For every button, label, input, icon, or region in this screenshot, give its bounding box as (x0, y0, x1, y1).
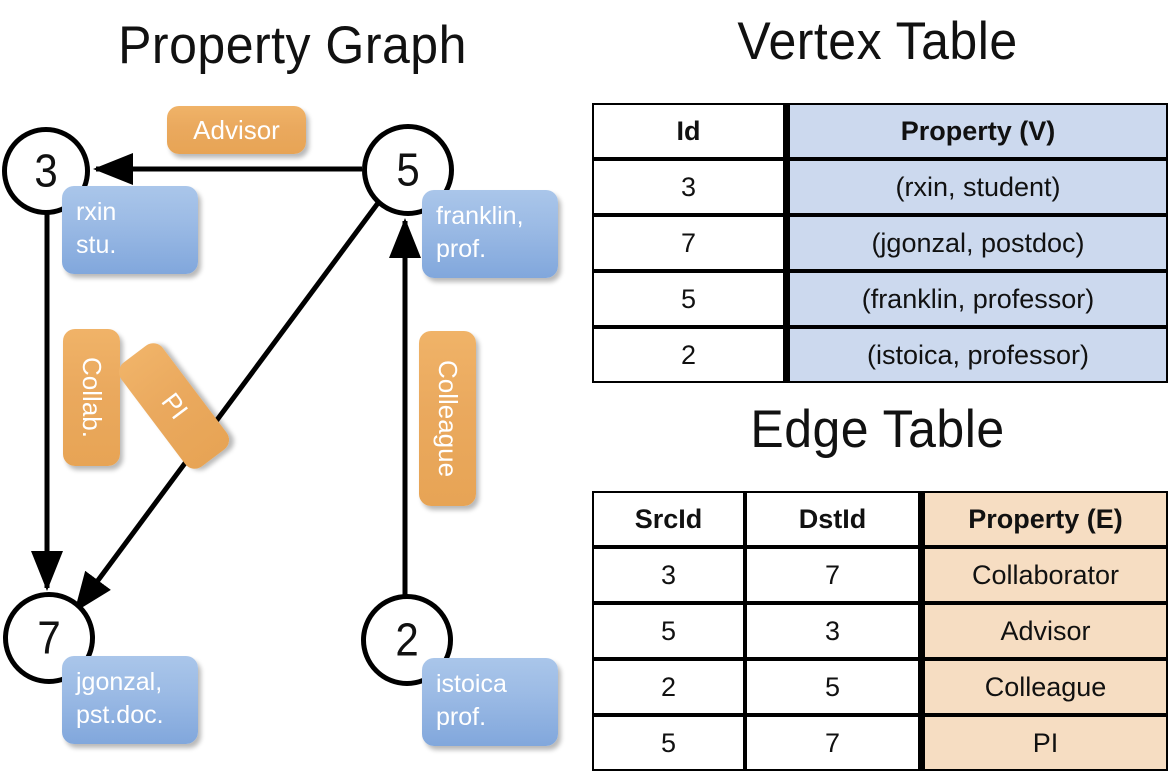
vertex-property-franklin-line2: prof. (436, 235, 487, 263)
edge-table-cell-property: Colleague (920, 659, 1168, 715)
edge-table-cell-dstid: 3 (745, 603, 920, 659)
edge-table-header-property: Property (E) (920, 491, 1168, 547)
vertex-property-istoica-line2: prof. (436, 703, 487, 731)
edge-label-box-advisor: Advisor (167, 106, 306, 154)
property-graph-diagram: 3 5 7 2 rxin stu. franklin, prof. jgonza… (0, 0, 585, 760)
edge-pi-5-to-7 (73, 201, 381, 613)
edge-label-advisor-text: Advisor (193, 114, 280, 145)
table-row[interactable]: 5 (franklin, professor) (592, 271, 1168, 327)
table-row[interactable]: 5 7 PI (592, 715, 1168, 771)
table-row[interactable]: 3 7 Collaborator (592, 547, 1168, 603)
vertex-table-cell-id: 2 (592, 327, 785, 383)
vertex-node-5[interactable]: 5 (362, 124, 454, 216)
vertex-property-istoica-line1: istoica (436, 670, 507, 698)
vertex-property-jgonzal-line2: pst.doc. (76, 701, 164, 729)
edge-table-header-dstid: DstId (745, 491, 920, 547)
table-row[interactable]: 2 5 Colleague (592, 659, 1168, 715)
table-row[interactable]: 3 (rxin, student) (592, 159, 1168, 215)
edge-label-pi-text: PI (155, 386, 194, 425)
table-row[interactable]: 5 3 Advisor (592, 603, 1168, 659)
vertex-node-2-label: 2 (395, 613, 419, 666)
edge-label-collab-text: Collab. (77, 357, 107, 438)
vertex-table-cell-property: (rxin, student) (785, 159, 1168, 215)
vertex-table-header-id: Id (592, 103, 785, 159)
vertex-table-header-property: Property (V) (785, 103, 1168, 159)
page-title-edge-table: Edge Table (750, 399, 1005, 459)
edge-table-cell-property: PI (920, 715, 1168, 771)
vertex-table-cell-property: (franklin, professor) (785, 271, 1168, 327)
page-title-vertex-table: Vertex Table (737, 11, 1018, 71)
table-row[interactable]: 7 (jgonzal, postdoc) (592, 215, 1168, 271)
vertex-property-box-rxin: rxin stu. (62, 186, 198, 274)
vertex-property-box-istoica: istoica prof. (422, 658, 558, 746)
edge-label-colleague-text: Colleague (433, 359, 463, 478)
edge-table-header-srcid: SrcId (592, 491, 745, 547)
edge-table-cell-dstid: 5 (745, 659, 920, 715)
vertex-table-cell-id: 3 (592, 159, 785, 215)
vertex-node-7-label: 7 (37, 611, 61, 664)
page-title-property-graph: Property Graph (118, 15, 467, 75)
edge-table-cell-dstid: 7 (745, 547, 920, 603)
edge-table-cell-srcid: 5 (592, 603, 745, 659)
vertex-node-3-label: 3 (34, 144, 58, 197)
vertex-property-box-franklin: franklin, prof. (422, 190, 558, 278)
vertex-table-cell-id: 5 (592, 271, 785, 327)
vertex-property-rxin-line1: rxin (76, 198, 117, 226)
vertex-table-header-row: Id Property (V) (592, 103, 1168, 159)
edge-label-box-colleague: Colleague (419, 331, 476, 506)
table-row[interactable]: 2 (istoica, professor) (592, 327, 1168, 383)
edge-table-cell-property: Advisor (920, 603, 1168, 659)
vertex-node-5-label: 5 (396, 143, 420, 196)
edge-table-cell-dstid: 7 (745, 715, 920, 771)
vertex-table: Id Property (V) 3 (rxin, student) 7 (jgo… (592, 103, 1168, 383)
graph-edges-svg (31, 153, 421, 613)
edge-table-cell-srcid: 2 (592, 659, 745, 715)
edge-table-cell-srcid: 3 (592, 547, 745, 603)
edge-label-box-collab: Collab. (63, 329, 120, 466)
vertex-table-cell-property: (jgonzal, postdoc) (785, 215, 1168, 271)
vertex-property-box-jgonzal: jgonzal, pst.doc. (62, 656, 198, 744)
vertex-property-rxin-line2: stu. (76, 231, 117, 259)
edge-table-cell-property: Collaborator (920, 547, 1168, 603)
edge-table-cell-srcid: 5 (592, 715, 745, 771)
vertex-property-franklin-line1: franklin, (436, 202, 524, 230)
vertex-table-cell-property: (istoica, professor) (785, 327, 1168, 383)
vertex-table-cell-id: 7 (592, 215, 785, 271)
vertex-node-2[interactable]: 2 (361, 594, 453, 686)
edge-table: SrcId DstId Property (E) 3 7 Collaborato… (592, 491, 1168, 771)
vertex-property-jgonzal-line1: jgonzal, (76, 668, 163, 696)
edge-table-header-row: SrcId DstId Property (E) (592, 491, 1168, 547)
